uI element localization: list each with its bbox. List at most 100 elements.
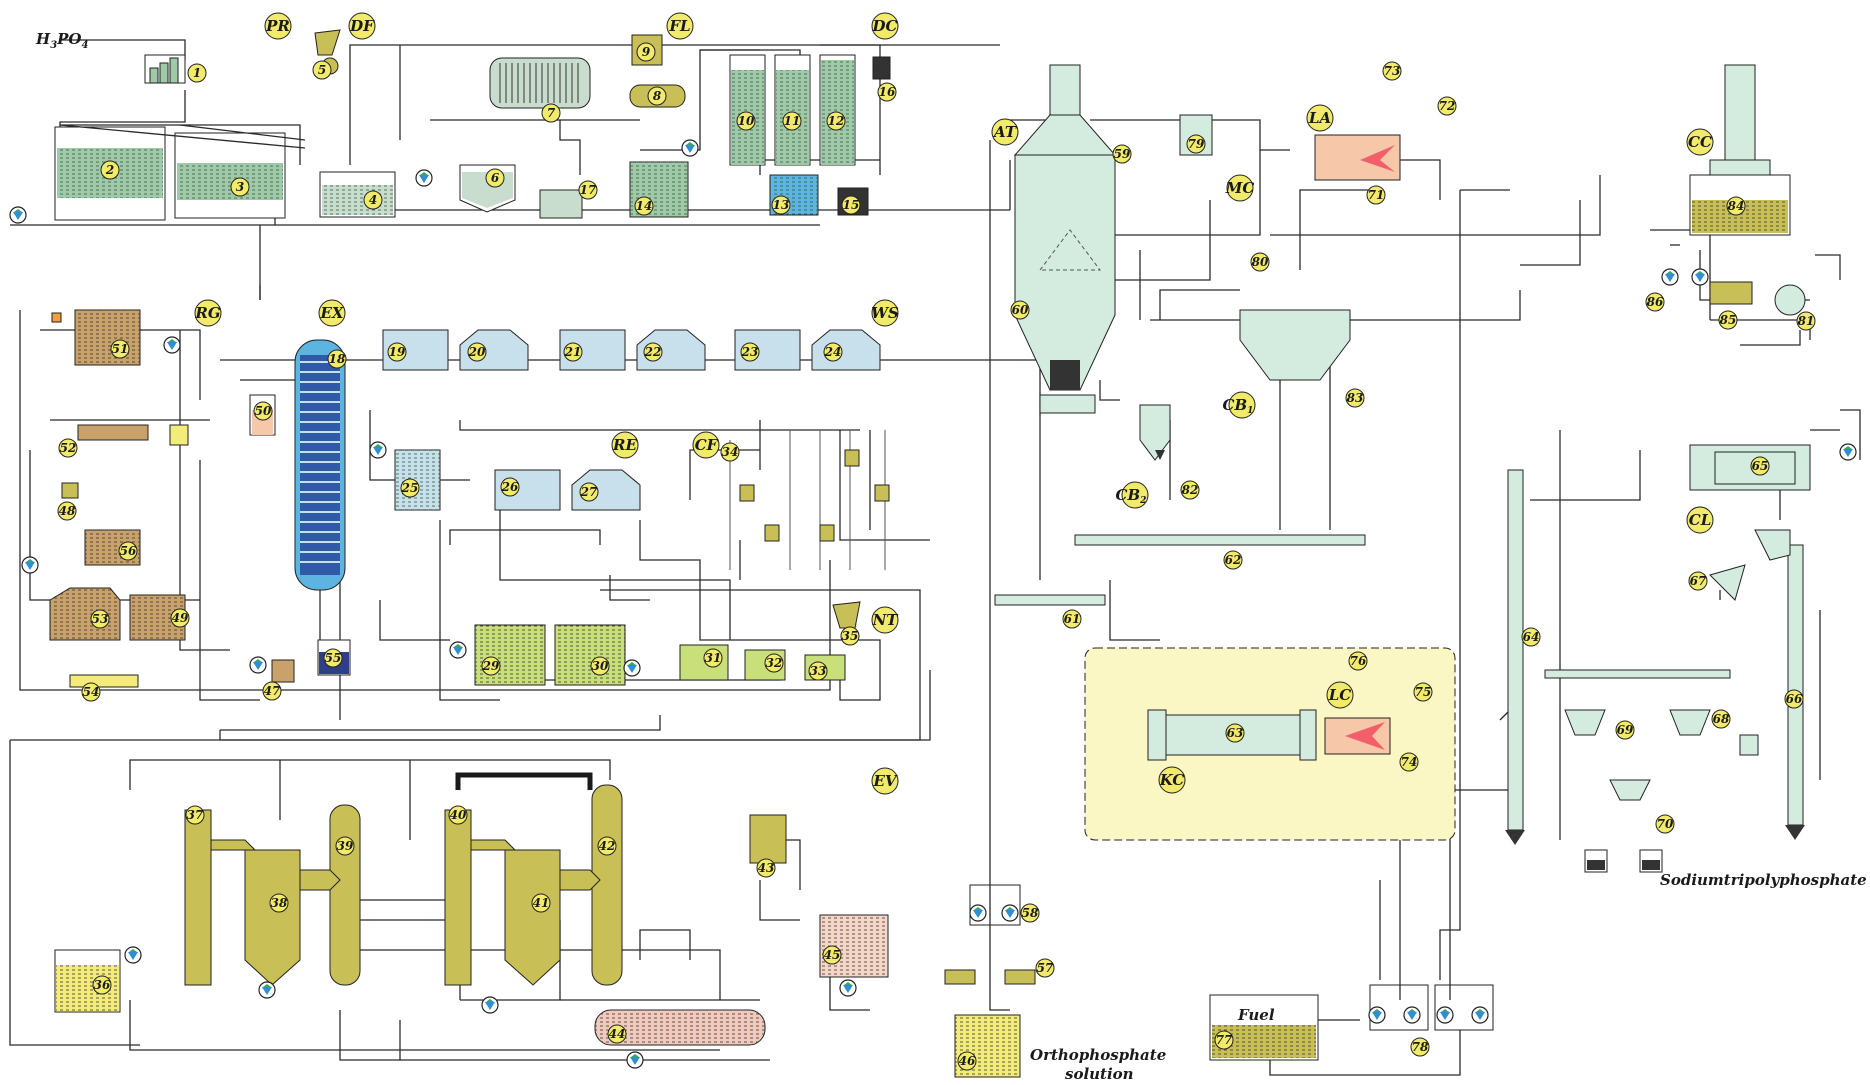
equipment-number: 32 (766, 656, 783, 670)
equipment-badge-60: 60 (1011, 301, 1029, 319)
section-cf: CF (695, 436, 719, 454)
equipment-number: 39 (337, 839, 354, 853)
equipment-badge-78: 78 (1411, 1038, 1429, 1056)
equipment-badge-61: 61 (1063, 610, 1081, 628)
equipment-badge-40: 40 (449, 806, 467, 824)
equipment-number: 16 (879, 85, 896, 99)
equipment-badge-34: 34 (721, 443, 739, 461)
equipment-number: 80 (1252, 255, 1269, 269)
equipment-number: 42 (599, 839, 616, 853)
section-fl: FL (668, 17, 690, 35)
section-at: AT (992, 123, 1018, 141)
equipment-badge-39: 39 (336, 837, 354, 855)
equipment-number: 50 (255, 404, 272, 418)
equipment-badge-74: 74 (1400, 753, 1418, 771)
equipment-badge-8: 8 (648, 87, 666, 105)
section-nt: NT (872, 611, 900, 629)
equipment-number: 15 (843, 198, 860, 212)
equipment-badge-83: 83 (1346, 389, 1364, 407)
equipment-badge-15: 15 (842, 196, 860, 214)
equipment-number: 41 (533, 896, 550, 910)
equipment-badge-18: 18 (328, 350, 346, 368)
equipment-number: 49 (172, 611, 189, 625)
equipment-badge-82: 82 (1181, 481, 1199, 499)
equipment-number: 12 (828, 114, 845, 128)
equipment-badge-31: 31 (704, 649, 722, 667)
equipment-number: 29 (482, 659, 500, 673)
equipment-number: 83 (1347, 391, 1364, 405)
equipment-number: 3 (236, 180, 244, 194)
equipment-badge-77: 77 (1215, 1031, 1233, 1049)
equipment-number: 47 (264, 684, 281, 698)
section-cl: CL (1689, 511, 1712, 529)
equipment-badge-21: 21 (564, 343, 582, 361)
equipment-number: 62 (1225, 553, 1242, 567)
section-pr: PR (265, 17, 290, 35)
equipment-badge-69: 69 (1616, 721, 1634, 739)
equipment-badge-35: 35 (841, 627, 859, 645)
equipment-badge-44: 44 (608, 1025, 626, 1043)
equipment-number: 21 (564, 345, 582, 359)
equipment-number: 78 (1412, 1040, 1429, 1054)
equipment-badge-43: 43 (757, 859, 775, 877)
section-lc: LC (1328, 686, 1352, 704)
equipment-badge-41: 41 (532, 894, 550, 912)
equipment-number: 35 (842, 629, 859, 643)
equipment-badge-68: 68 (1712, 710, 1730, 728)
equipment-badge-63: 63 (1226, 724, 1244, 742)
equipment-number: 5 (318, 63, 326, 77)
equipment-number: 31 (705, 651, 722, 665)
equipment-badge-59: 59 (1113, 145, 1131, 163)
equipment-number: 57 (1037, 961, 1054, 975)
equipment-number: 68 (1713, 712, 1730, 726)
equipment-badge-55: 55 (324, 649, 342, 667)
equipment-number: 75 (1415, 685, 1432, 699)
equipment-badge-73: 73 (1383, 62, 1401, 80)
equipment-badge-80: 80 (1251, 253, 1269, 271)
equipment-number: 44 (609, 1027, 626, 1041)
equipment-number: 46 (959, 1054, 976, 1068)
equipment-number: 33 (810, 664, 827, 678)
equipment-badge-23: 23 (741, 343, 759, 361)
equipment-badge-65: 65 (1751, 457, 1769, 475)
section-ev: EV (872, 772, 897, 790)
equipment-number: 25 (401, 481, 419, 495)
equipment-number: 60 (1012, 303, 1029, 317)
equipment-number: 74 (1401, 755, 1418, 769)
equipment-badge-45: 45 (823, 946, 841, 964)
equipment-number: 30 (592, 659, 609, 673)
equipment-number: 63 (1227, 726, 1244, 740)
orthophosphate-label-line2: solution (1065, 1065, 1134, 1083)
equipment-badge-25: 25 (401, 479, 419, 497)
equipment-badge-57: 57 (1036, 959, 1054, 977)
equipment-badge-24: 24 (824, 343, 842, 361)
equipment-number: 9 (642, 45, 651, 59)
equipment-number: 48 (59, 504, 76, 518)
equipment-badge-17: 17 (579, 181, 597, 199)
equipment-number: 34 (722, 445, 739, 459)
equipment-number: 76 (1350, 654, 1367, 668)
equipment-number: 10 (738, 114, 755, 128)
equipment-number: 54 (83, 685, 100, 699)
equipment-number: 22 (644, 345, 662, 359)
equipment-number: 4 (369, 193, 377, 207)
equipment-number: 13 (773, 198, 790, 212)
equipment-badge-37: 37 (186, 806, 204, 824)
equipment-number: 86 (1647, 295, 1664, 309)
equipment-badge-38: 38 (270, 894, 288, 912)
equipment-badge-67: 67 (1689, 572, 1707, 590)
equipment-badge-27: 27 (580, 483, 598, 501)
equipment-number: 51 (112, 342, 129, 356)
equipment-number: 56 (120, 544, 137, 558)
equipment-number: 14 (636, 199, 653, 213)
equipment-number: 8 (653, 89, 662, 103)
equipment-number: 61 (1064, 612, 1081, 626)
equipment-number: 23 (741, 345, 759, 359)
section-labels: PR DF FL DC RG EX WS RE CF NT EV AT MC L… (194, 13, 1713, 794)
equipment-badge-86: 86 (1646, 293, 1664, 311)
equipment-number: 59 (1114, 147, 1131, 161)
equipment-number: 73 (1384, 64, 1401, 78)
equipment-number: 81 (1798, 314, 1815, 328)
equipment-badge-51: 51 (111, 340, 129, 358)
